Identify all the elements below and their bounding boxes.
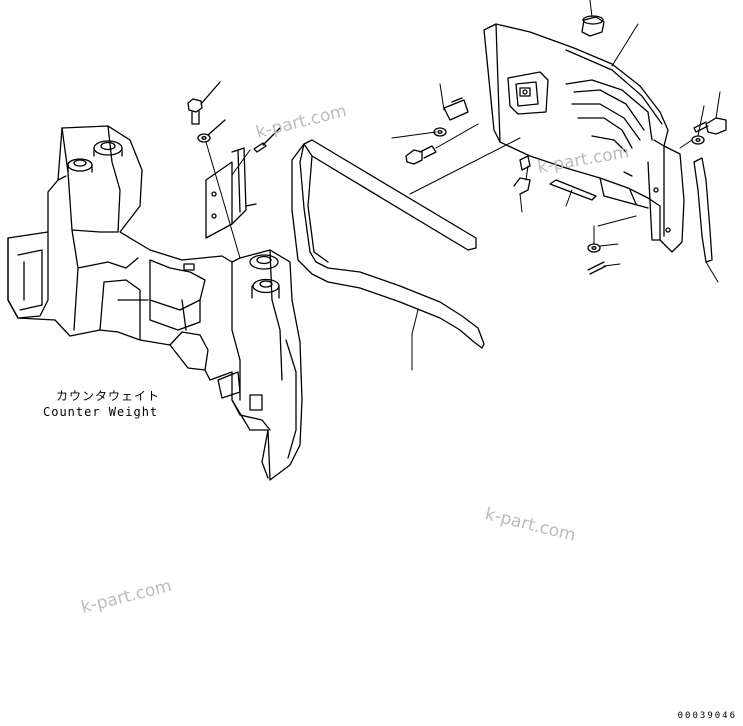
counterweight-label-jp: カウンタウェイト	[56, 389, 161, 403]
rod-door	[549, 179, 597, 207]
counterweight-label-en: Counter Weight	[43, 405, 159, 419]
cotter-pin	[587, 261, 621, 275]
seal-strip	[291, 139, 485, 371]
bolt-door	[405, 123, 479, 165]
washer-door	[391, 127, 447, 139]
bracket-door	[439, 83, 469, 121]
cover-door	[483, 23, 685, 253]
side-seal	[693, 157, 719, 283]
stopper-top	[581, 0, 605, 37]
document-number: 00039046	[677, 711, 737, 721]
clip-door	[513, 155, 531, 213]
washer-lower	[587, 243, 619, 253]
counterweight-part	[7, 125, 303, 481]
bracket-left	[205, 147, 257, 239]
washer-right	[679, 105, 705, 149]
bolt-left	[187, 81, 221, 125]
bolt-right	[693, 91, 727, 135]
washer-left	[197, 119, 226, 143]
pin-left	[253, 127, 281, 153]
